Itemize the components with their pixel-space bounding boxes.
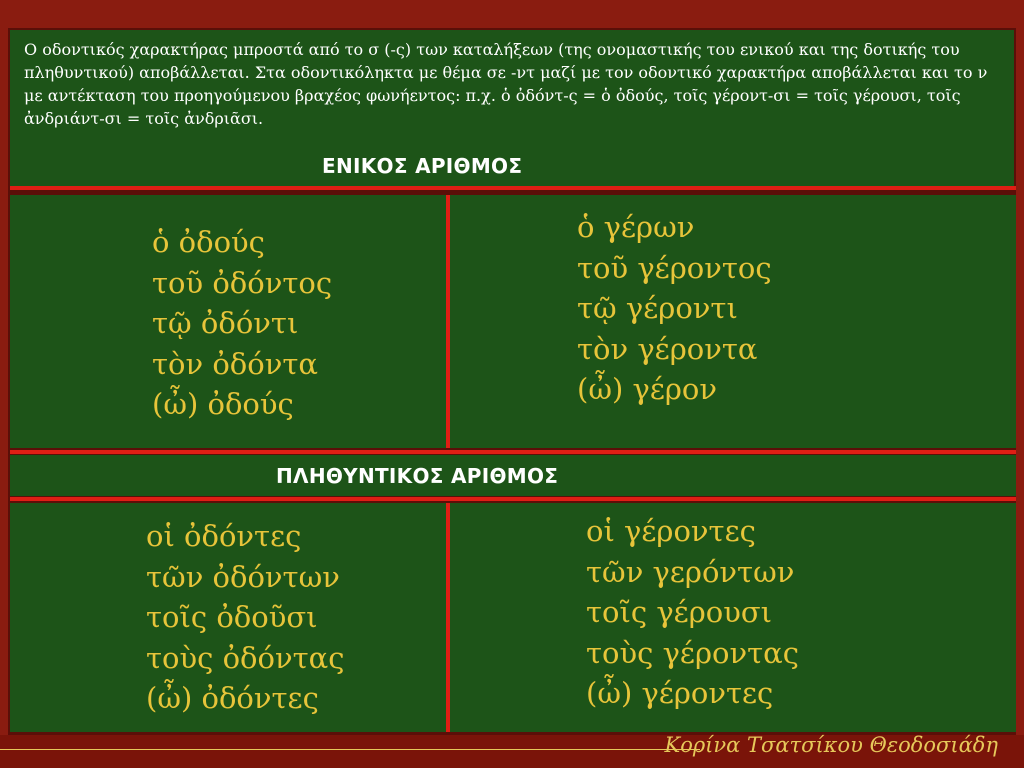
- footer-line: [0, 749, 700, 750]
- form-line: τοῖς γέρουσι: [586, 595, 772, 629]
- singular-left-box: ὁ ὀδούς τοῦ ὀδόντος τῷ ὀδόντι τὸν ὀδόντα…: [10, 195, 446, 448]
- form-line: οἱ γέροντες: [586, 514, 756, 548]
- form-line: (ὦ) γέροντες: [586, 676, 774, 710]
- plural-right-box: οἱ γέροντες τῶν γερόντων τοῖς γέρουσι το…: [450, 503, 1016, 732]
- form-line: τὸν γέροντα: [577, 331, 758, 366]
- form-line: τοῖς ὀδοῦσι: [146, 600, 318, 634]
- vertical-divider: [446, 195, 450, 448]
- form-line: τοὺς γέροντας: [586, 635, 799, 670]
- form-line: (ὦ) γέρον: [577, 372, 717, 406]
- singular-right-box: ὁ γέρων τοῦ γέροντος τῷ γέροντι τὸν γέρο…: [450, 195, 1016, 448]
- plural-heading-band: ΠΛΗΘΥΝΤΙΚΟΣ ΑΡΙΘΜΟΣ: [10, 455, 1016, 496]
- plural-left-box: οἱ ὀδόντες τῶν ὀδόντων τοῖς ὀδοῦσι τοὺς …: [10, 503, 446, 732]
- form-line: τοὺς ὀδόντας: [146, 640, 345, 675]
- plural-heading: ΠΛΗΘΥΝΤΙΚΟΣ ΑΡΙΘΜΟΣ: [276, 464, 559, 488]
- plural-odous-list: οἱ ὀδόντες τῶν ὀδόντων τοῖς ὀδοῦσι τοὺς …: [146, 516, 344, 719]
- form-line: τῷ γέροντι: [577, 291, 738, 325]
- author-signature: Κορίνα Τσατσίκου Θεοδοσιάδη: [664, 733, 999, 757]
- form-line: τὸν ὀδόντα: [152, 346, 318, 381]
- singular-geron-list: ὁ γέρων τοῦ γέροντος τῷ γέροντι τὸν γέρο…: [577, 207, 772, 410]
- form-line: (ὦ) ὀδόντες: [146, 681, 319, 715]
- divider-line: [10, 497, 1016, 501]
- plural-geron-list: οἱ γέροντες τῶν γερόντων τοῖς γέρουσι το…: [586, 511, 799, 714]
- singular-odous-list: ὁ ὀδούς τοῦ ὀδόντος τῷ ὀδόντι τὸν ὀδόντα…: [152, 222, 332, 425]
- divider-line: [10, 186, 1016, 190]
- intro-panel: Ο οδοντικός χαρακτήρας μπροστά από το σ …: [10, 30, 1014, 186]
- form-line: τοῦ γέροντος: [577, 250, 772, 285]
- form-line: οἱ ὀδόντες: [146, 519, 302, 553]
- divider-line: [10, 450, 1016, 454]
- form-line: (ὦ) ὀδούς: [152, 387, 294, 421]
- form-line: ὁ ὀδούς: [152, 225, 265, 259]
- singular-heading: ΕΝΙΚΟΣ ΑΡΙΘΜΟΣ: [322, 154, 523, 178]
- vertical-divider: [446, 503, 450, 732]
- footer-bar: [0, 735, 1024, 768]
- form-line: τῶν ὀδόντων: [146, 559, 340, 594]
- form-line: τῶν γερόντων: [586, 554, 795, 589]
- form-line: τῷ ὀδόντι: [152, 306, 299, 340]
- intro-text: Ο οδοντικός χαρακτήρας μπροστά από το σ …: [24, 40, 988, 128]
- form-line: ὁ γέρων: [577, 210, 695, 244]
- form-line: τοῦ ὀδόντος: [152, 265, 333, 300]
